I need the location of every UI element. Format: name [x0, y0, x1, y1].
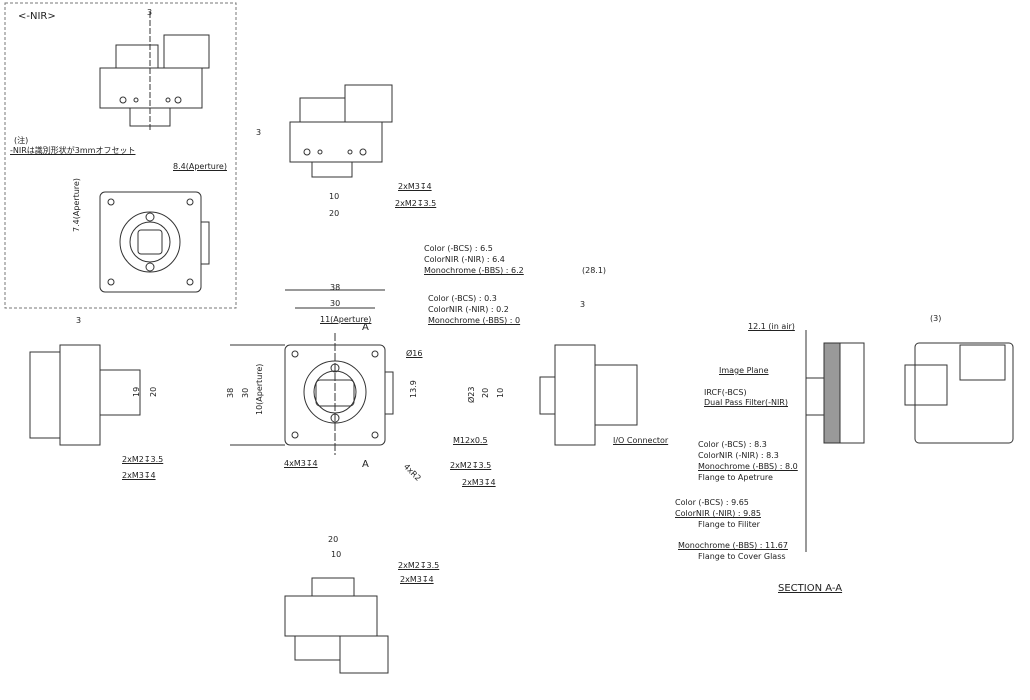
top-dim-10: 10	[329, 192, 340, 201]
left-side-view	[29, 344, 141, 446]
front-h30: 30	[241, 387, 250, 398]
right-dia23: Ø23	[467, 386, 476, 403]
front-ap-w: 11(Aperture)	[320, 315, 372, 324]
section-title: SECTION A-A	[778, 583, 843, 594]
section-c965: Color (-BCS) : 9.65	[675, 498, 749, 507]
nir-note: -NIRは識別形状が3mmオフセット	[10, 146, 136, 155]
right-n64: ColorNIR (-NIR) : 6.4	[424, 255, 505, 264]
right-io-connector: I/O Connector	[613, 436, 669, 445]
top-view	[289, 84, 393, 178]
section-n985: ColorNIR (-NIR) : 9.85	[675, 509, 761, 518]
front-w30: 30	[330, 299, 341, 308]
top-m2: 2xM2↧3.5	[395, 199, 437, 208]
section-image-plane: Image Plane	[719, 366, 769, 375]
right-c03: Color (-BCS) : 0.3	[428, 294, 497, 303]
front-h38: 38	[226, 387, 235, 398]
right-m0: Monochrome (-BBS) : 0	[428, 316, 521, 325]
rear-view	[904, 342, 1014, 444]
front-dia16: Ø16	[406, 349, 423, 358]
right-dim-10: 10	[496, 387, 505, 398]
right-c65: Color (-BCS) : 6.5	[424, 244, 493, 253]
front-holes: 4xM3↧4	[284, 459, 318, 468]
section-air: 12.1 (in air)	[748, 322, 795, 331]
rear-dim-3: (3)	[930, 314, 942, 323]
nir-top-view	[99, 12, 210, 130]
right-n02: ColorNIR (-NIR) : 0.2	[428, 305, 509, 314]
nir-note-mark: (注)	[14, 136, 29, 145]
section-dpf: Dual Pass Filter(-NIR)	[704, 398, 788, 407]
section-m80: Monochrome (-BBS) : 8.0	[698, 462, 798, 471]
nir-aperture-w: 8.4(Aperture)	[173, 162, 227, 171]
right-m2: 2xM2↧3.5	[450, 461, 492, 470]
nir-inset-frame	[4, 2, 237, 309]
bottom-dim-10: 10	[331, 550, 342, 559]
left-m3: 2xM3↧4	[122, 471, 156, 480]
front-ap-h: 10(Aperture)	[255, 363, 264, 415]
right-dim-3: 3	[580, 300, 586, 309]
bottom-m2: 2xM2↧3.5	[398, 561, 440, 570]
front-w38: 38	[330, 283, 341, 292]
top-dim-3: 3	[256, 128, 262, 137]
right-dim-20: 20	[481, 387, 490, 398]
section-flange-aperture: Flange to Apetrure	[698, 473, 773, 482]
bottom-dim-20: 20	[328, 535, 339, 544]
nir-title: <-NIR>	[18, 11, 56, 22]
section-c83: Color (-BCS) : 8.3	[698, 440, 767, 449]
section-flange-cover-glass: Flange to Cover Glass	[698, 552, 786, 561]
section-ircf: IRCF(-BCS)	[704, 388, 747, 397]
left-dim-20: 20	[149, 386, 158, 397]
right-m3: 2xM3↧4	[462, 478, 496, 487]
section-n83: ColorNIR (-NIR) : 8.3	[698, 451, 779, 460]
section-m1167: Monochrome (-BBS) : 11.67	[678, 541, 788, 550]
front-view	[230, 289, 394, 455]
bottom-view	[284, 577, 389, 674]
section-a-a	[805, 330, 865, 552]
right-thread: M12x0.5	[453, 436, 488, 445]
left-dim-3: 3	[76, 316, 82, 325]
section-flange-filter: Flange to Filiter	[698, 520, 760, 529]
top-m3: 2xM3↧4	[398, 182, 432, 191]
nir-aperture-h: 7.4(Aperture)	[72, 178, 81, 232]
nir-offset-dim: 3	[147, 8, 153, 17]
right-side-view	[539, 344, 638, 446]
front-section-a-top: A	[362, 322, 369, 333]
top-dim-20: 20	[329, 209, 340, 218]
left-m2: 2xM2↧3.5	[122, 455, 164, 464]
front-section-a-bottom: A	[362, 459, 369, 470]
front-h139: 13.9	[409, 380, 418, 398]
right-len: (28.1)	[582, 266, 607, 275]
bottom-m3: 2xM3↧4	[400, 575, 434, 584]
nir-front-view	[99, 191, 210, 293]
right-m62: Monochrome (-BBS) : 6.2	[424, 266, 524, 275]
left-dim-19: 19	[132, 386, 141, 397]
